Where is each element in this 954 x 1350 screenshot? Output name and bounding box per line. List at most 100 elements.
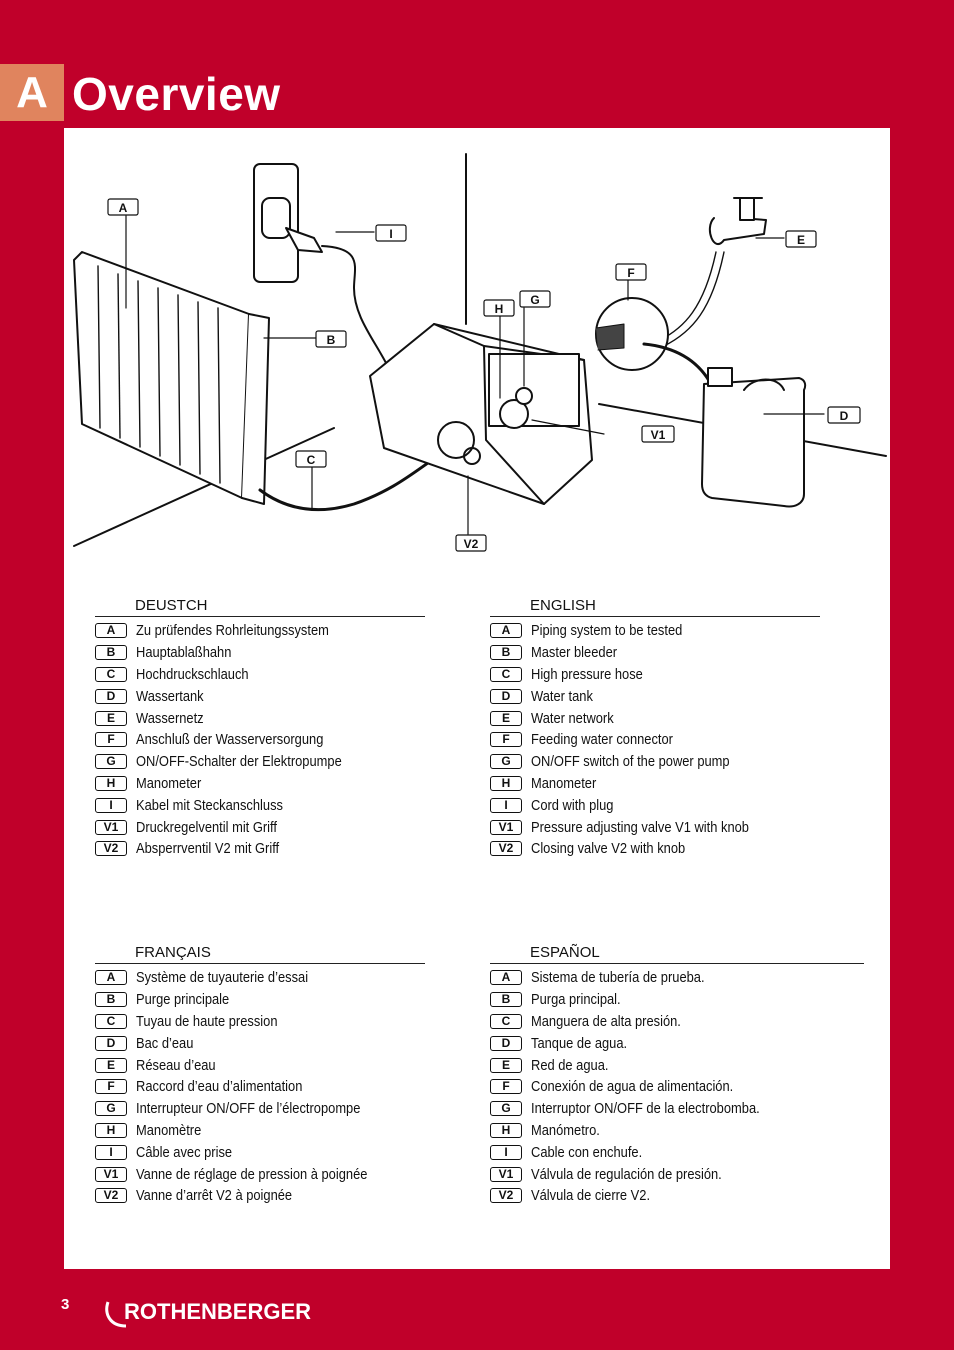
legend-key: D [95, 1035, 127, 1051]
legend-item: D Bac d’eau [95, 1032, 425, 1054]
legend-key: V2 [490, 1188, 522, 1204]
callout-v1-text: V1 [651, 428, 666, 442]
legend-description: High pressure hose [531, 665, 643, 683]
callout-f [615, 263, 647, 281]
detail-circle [595, 297, 669, 371]
legend-key: V2 [490, 841, 522, 857]
legend-description: Interruptor ON/OFF de la electrobomba. [531, 1100, 760, 1118]
legend-key: F [490, 1079, 522, 1095]
legend-key: B [490, 992, 522, 1008]
page-title: Overview [72, 68, 281, 120]
legend-description: Bac d’eau [136, 1034, 194, 1052]
water-tap [708, 217, 767, 245]
legend-description: Wassernetz [136, 709, 204, 727]
legend-item: G Interruptor ON/OFF de la electrobomba. [490, 1098, 864, 1120]
legend-description: Absperrventil V2 mit Griff [136, 840, 280, 858]
legend-key: C [490, 666, 522, 682]
legend-key: I [490, 797, 522, 813]
callout-v2-text: V2 [464, 537, 479, 551]
legend-description: Hauptablaßhahn [136, 644, 232, 662]
callout-h [483, 299, 515, 317]
legend-description: Cable con enchufe. [531, 1143, 643, 1161]
callout-i [375, 224, 407, 242]
callout-a [107, 198, 139, 216]
legend-description: Hochdruckschlauch [136, 665, 249, 683]
legend-key: D [490, 688, 522, 704]
legend-description: Réseau d’eau [136, 1056, 216, 1074]
legend-key: H [95, 775, 127, 791]
callout-g-text: G [530, 293, 539, 307]
legend-item: C High pressure hose [490, 664, 820, 686]
legend-key: E [490, 710, 522, 726]
callout-h-text: H [495, 302, 504, 316]
legend-key: I [490, 1144, 522, 1160]
legend-description: Sistema de tubería de prueba. [531, 969, 705, 987]
legend-description: Válvula de cierre V2. [531, 1187, 651, 1205]
callout-d [827, 406, 861, 424]
legend-key: A [490, 623, 522, 639]
legend-key: F [490, 732, 522, 748]
legend-description: Interrupteur ON/OFF de l’électropompe [136, 1100, 361, 1118]
legend-description: Pressure adjusting valve V1 with knob [531, 818, 749, 836]
rothenberger-logo: ROTHENBERGER [105, 1299, 311, 1328]
callout-e [785, 230, 817, 248]
legend-key: A [490, 970, 522, 986]
legend-key: F [95, 1079, 127, 1095]
legend-key: H [490, 1122, 522, 1138]
wall-socket [253, 163, 299, 283]
callout-d-text: D [840, 409, 849, 423]
legend-key: A [95, 970, 127, 986]
callout-i-text: I [389, 227, 392, 241]
legend-description: Master bleeder [531, 644, 618, 662]
legend-key: H [490, 775, 522, 791]
legend-description: Purga principal. [531, 991, 621, 1009]
legend-key: G [95, 1101, 127, 1117]
legend-description: Manguera de alta presión. [531, 1012, 681, 1030]
legend-key: G [490, 1101, 522, 1117]
callout-g [519, 290, 551, 308]
legend-title: ENGLISH [490, 597, 820, 617]
callout-c-text: C [307, 453, 316, 467]
callout-e-text: E [797, 233, 805, 247]
legend-title: FRANÇAIS [95, 944, 425, 964]
legend-item: A Piping system to be tested [490, 620, 820, 642]
legend-key: B [95, 645, 127, 661]
callout-v2 [455, 534, 487, 552]
legend-description: Druckregelventil mit Griff [136, 818, 277, 836]
legend-description: Purge principale [136, 991, 230, 1009]
legend-description: Cord with plug [531, 796, 614, 814]
legend-description: Tuyau de haute pression [136, 1012, 278, 1030]
legend-description: Câble avec prise [136, 1143, 233, 1161]
legend-key: G [95, 754, 127, 770]
legend-description: Piping system to be tested [531, 622, 683, 640]
legend-item: I Cord with plug [490, 794, 820, 816]
water-tank [701, 377, 807, 508]
legend-key: C [490, 1013, 522, 1029]
legend-key: A [95, 623, 127, 639]
legend-item: C Manguera de alta presión. [490, 1011, 864, 1033]
callout-c [295, 450, 327, 468]
legend-item: G Interrupteur ON/OFF de l’électropompe [95, 1098, 425, 1120]
callout-v1 [641, 425, 675, 443]
legend-key: G [490, 754, 522, 770]
callout-b-text: B [327, 333, 336, 347]
legend-key: B [490, 645, 522, 661]
